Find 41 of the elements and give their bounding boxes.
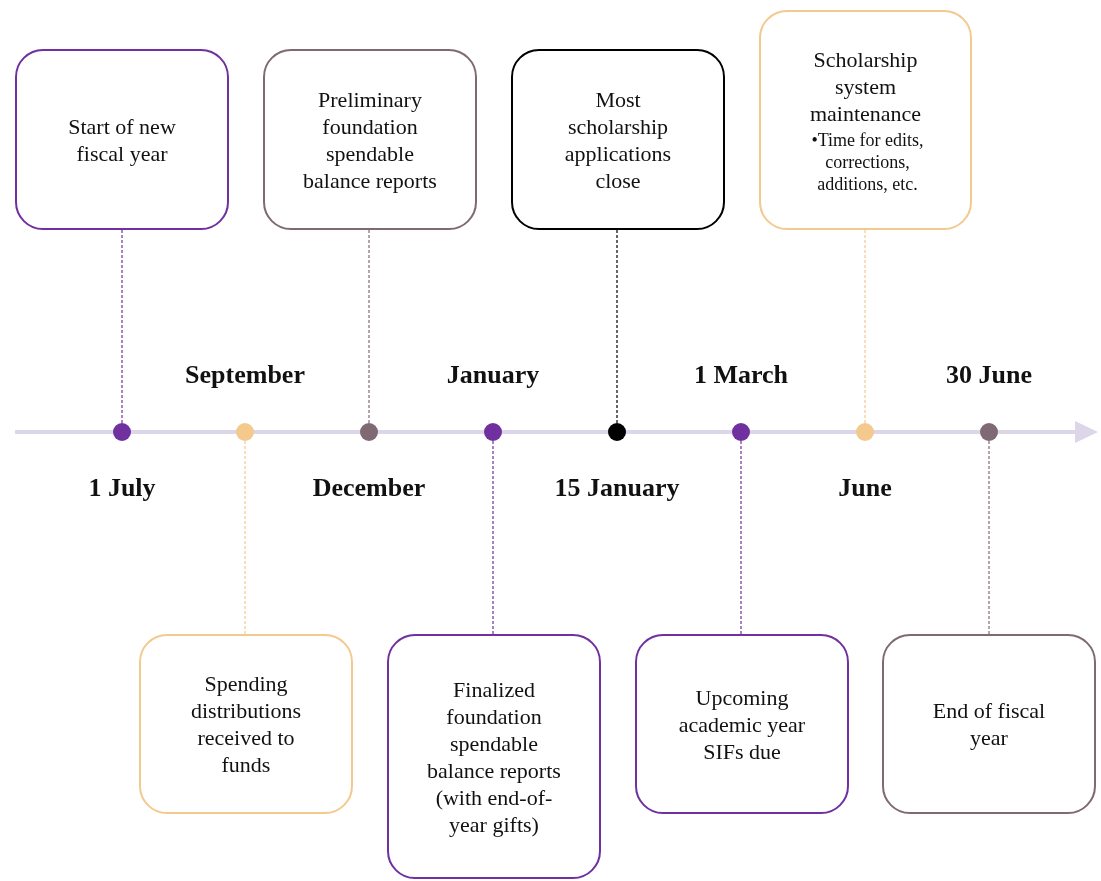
connector-line — [368, 229, 370, 424]
bullet-text: •Time for edits, corrections, additions, etc. — [810, 129, 925, 195]
timeline-dot — [856, 423, 874, 441]
milestone-card — [882, 634, 1096, 814]
card-heading: Scholarship system maintenance — [808, 46, 923, 127]
timeline-dot — [484, 423, 502, 441]
milestone-card — [263, 49, 477, 230]
connector-line — [988, 440, 990, 635]
date-label: 15 January — [554, 473, 680, 503]
card-text: Start of new fiscal year — [67, 112, 177, 167]
milestone-card — [635, 634, 849, 814]
card-text: Upcoming academic year SIFs due — [677, 683, 807, 765]
connector-line — [616, 229, 618, 424]
timeline-dot — [236, 423, 254, 441]
timeline-dot — [113, 423, 131, 441]
card-text: End of fiscal year — [931, 697, 1047, 751]
connector-line — [740, 440, 742, 635]
card-text: Most scholarship applications close — [563, 85, 673, 194]
date-label: June — [838, 473, 892, 503]
card-text: Preliminary foundation spendable balance reports — [302, 85, 438, 194]
date-label: September — [185, 360, 305, 390]
timeline-dot — [360, 423, 378, 441]
milestone-card — [387, 634, 601, 879]
milestone-card — [139, 634, 353, 814]
timeline-dot — [732, 423, 750, 441]
date-label: 30 June — [946, 360, 1032, 390]
connector-line — [244, 440, 246, 635]
milestone-card — [759, 10, 972, 230]
date-label: 1 March — [693, 360, 789, 390]
card-text: Finalized foundation spendable balance reports (with end-of-year gifts) — [426, 675, 562, 838]
timeline-dot — [980, 423, 998, 441]
milestone-card — [15, 49, 229, 230]
date-label: 1 July — [88, 473, 156, 503]
connector-line — [492, 440, 494, 635]
card-text: Spending distributions received to funds — [190, 670, 302, 778]
connector-line — [121, 229, 123, 424]
connector-line — [864, 229, 866, 424]
timeline-dot — [608, 423, 626, 441]
date-label: December — [312, 473, 426, 503]
milestone-card — [511, 49, 725, 230]
date-label: January — [446, 360, 540, 390]
